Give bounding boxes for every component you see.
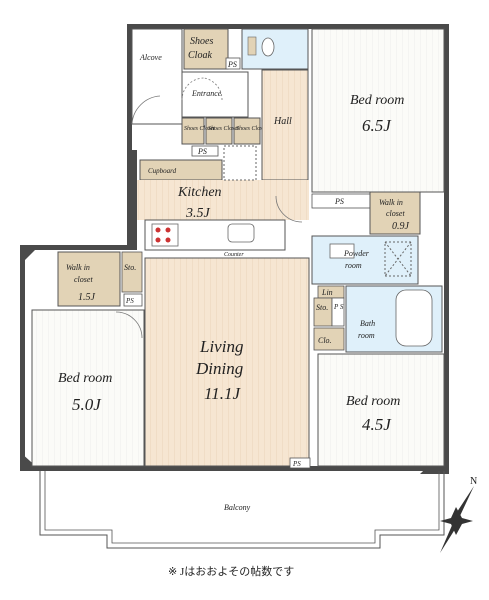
ps-label-left: PS [125,297,134,305]
entrance-area [181,71,249,118]
ps-label-kitchen: PS [197,147,207,156]
shoes-cloak-label-2: Cloak [188,50,212,61]
walkin-right [369,191,421,235]
walkin-left-line2: closet [74,275,93,284]
bedroom-right [317,353,445,467]
bath-room-line1: Bath [360,319,375,328]
walkin-left [57,251,121,307]
living-dining [144,257,310,467]
kitchen-area [137,180,309,220]
walkin-left-size: 1.5J [78,292,96,303]
hall-label: Hall [273,116,292,127]
living-dining-size: 11.1J [204,384,241,403]
shoes-closet-label-3: Shoes Closet [236,126,267,132]
compass-label: N [470,476,477,487]
shoes-closet-label-1: Shoes Closet [184,126,215,132]
stove-icon [151,223,179,247]
bedroom-main-name: Bed room [350,93,404,108]
alcove-label: Alcove [139,53,162,62]
balcony-label: Balcony [224,503,251,512]
powder-room-line2: room [345,261,362,270]
compass-icon: N [440,476,477,553]
bathtub-icon [395,289,433,347]
kitchen-name: Kitchen [177,185,222,200]
cupboard-label: Cupboard [148,167,177,175]
kitchen-size: 3.5J [185,206,211,221]
walkin-right-line1: Walk in [379,198,403,207]
bedroom-left-size: 5.0J [72,395,102,414]
washbasin-icon [329,243,355,259]
shoes-cloak [183,28,229,70]
clo-label: Clo. [318,336,332,345]
hall-area [261,69,309,181]
entrance-label: Entrance [191,89,222,98]
shoes-closet-label-2: Shoes Closet [208,126,239,132]
footnote: ※ Jはおおよその帖数です [168,565,294,578]
living-dining-line2: Dining [195,359,243,378]
walkin-right-line2: closet [386,209,405,218]
bedroom-main-size: 6.5J [362,116,392,135]
alcove-area [131,28,183,125]
bedroom-left-name: Bed room [58,371,112,386]
walkin-right-size: 0.9J [392,221,410,232]
balcony-outline [39,471,445,549]
bedroom-main [311,28,445,193]
ps-small-label: P S [333,303,344,311]
ps-label-right: PS [334,197,344,206]
powder-room [311,235,419,285]
bedroom-left [31,309,145,467]
walkin-left-line1: Walk in [66,263,90,272]
ps-label-top: PS [227,60,237,69]
shoes-cloak-label-1: Shoes [190,36,213,47]
sto-right-label: Sto. [316,303,328,312]
sink-icon [227,223,255,243]
powder-room-line1: Powder [343,249,370,258]
toilet-icon [261,37,275,57]
bedroom-right-name: Bed room [346,394,400,409]
counter-label: Counter [224,252,244,258]
shoes-closets: Shoes Closet Shoes Closet Shoes Closet [181,117,267,145]
bedroom-right-size: 4.5J [362,415,392,434]
ps-label-bottom: PS [292,460,301,468]
living-dining-line1: Living [199,337,243,356]
bath-room-line2: room [358,331,375,340]
lin-label: Lin [321,288,333,297]
sto-left-label: Sto. [124,263,136,272]
